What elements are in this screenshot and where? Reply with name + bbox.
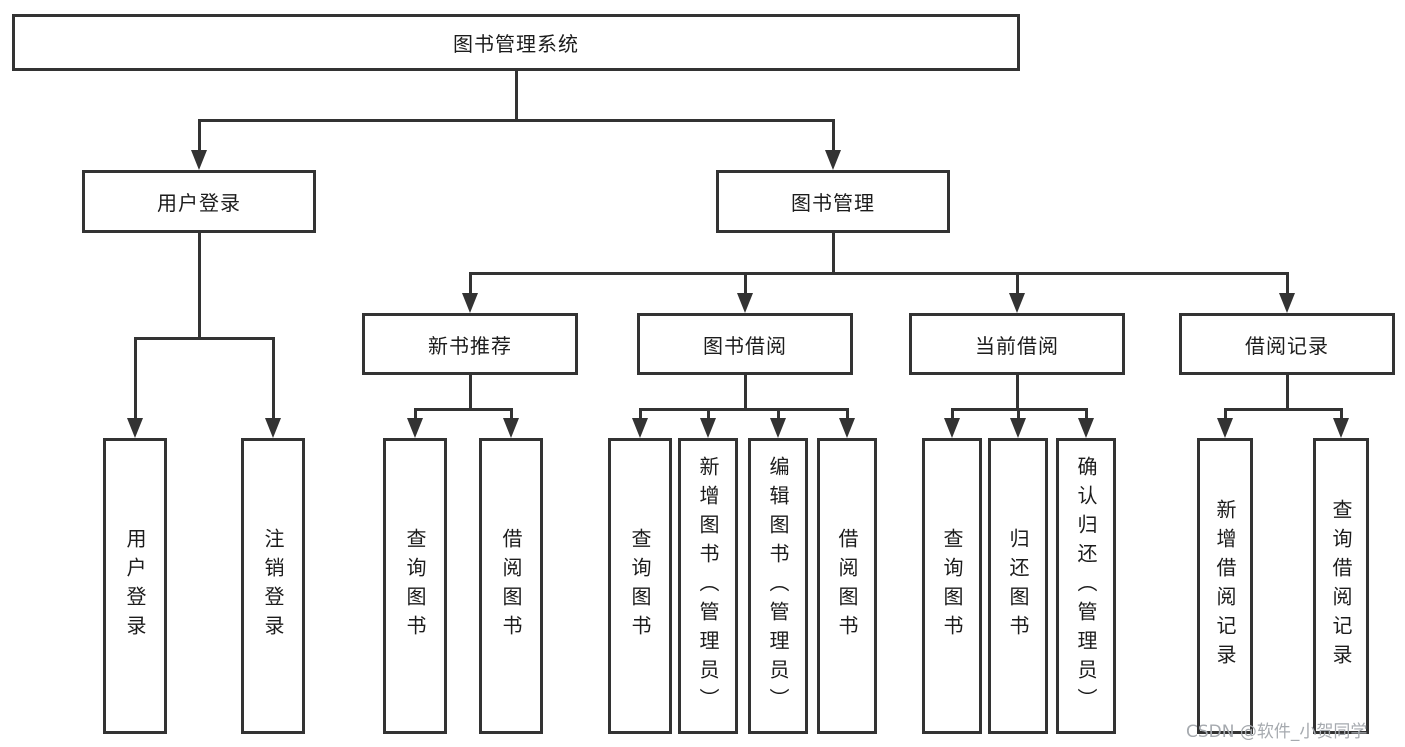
connector-line xyxy=(639,408,849,411)
connector-line xyxy=(1085,408,1088,420)
arrow-down-icon xyxy=(825,150,841,170)
arrow-down-icon xyxy=(191,150,207,170)
arrow-down-icon xyxy=(1217,418,1233,438)
node-root: 图书管理系统 xyxy=(12,14,1020,71)
connector-line xyxy=(832,119,835,152)
arrow-down-icon xyxy=(632,418,648,438)
arrow-down-icon xyxy=(700,418,716,438)
connector-line xyxy=(469,272,1289,275)
connector-line xyxy=(510,408,513,420)
leaf-borrow-book: 借阅图书 xyxy=(817,438,877,734)
connector-line xyxy=(1224,408,1227,420)
leaf-confirm-return-admin: 确认归还（管理员） xyxy=(1056,438,1116,734)
leaf-add-borrow-record: 新增借阅记录 xyxy=(1197,438,1253,734)
connector-line xyxy=(134,337,137,419)
arrow-down-icon xyxy=(503,418,519,438)
arrow-down-icon xyxy=(839,418,855,438)
connector-line xyxy=(198,119,201,152)
leaf-query-book-recommend: 查询图书 xyxy=(383,438,447,734)
connector-line xyxy=(777,408,780,420)
connector-line xyxy=(639,408,642,420)
arrow-down-icon xyxy=(407,418,423,438)
connector-line xyxy=(414,408,417,420)
connector-line xyxy=(272,337,275,419)
arrow-down-icon xyxy=(737,293,753,313)
arrow-down-icon xyxy=(1279,293,1295,313)
leaf-add-book-admin: 新增图书（管理员） xyxy=(678,438,738,734)
leaf-query-book-borrow: 查询图书 xyxy=(608,438,672,734)
connector-line xyxy=(1286,375,1289,408)
connector-line xyxy=(832,233,835,272)
node-borrow-records: 借阅记录 xyxy=(1179,313,1395,375)
leaf-query-borrow-record: 查询借阅记录 xyxy=(1313,438,1369,734)
arrow-down-icon xyxy=(265,418,281,438)
leaf-query-book-current: 查询图书 xyxy=(922,438,982,734)
connector-line xyxy=(134,337,275,340)
connector-line xyxy=(744,375,747,408)
node-book-management: 图书管理 xyxy=(716,170,950,233)
leaf-edit-book-admin: 编辑图书（管理员） xyxy=(748,438,808,734)
connector-line xyxy=(846,408,849,420)
leaf-borrow-book-recommend: 借阅图书 xyxy=(479,438,543,734)
arrow-down-icon xyxy=(770,418,786,438)
arrow-down-icon xyxy=(1010,418,1026,438)
arrow-down-icon xyxy=(1009,293,1025,313)
leaf-return-book: 归还图书 xyxy=(988,438,1048,734)
csdn-watermark: CSDN @软件_小贺同学 xyxy=(1186,722,1368,742)
connector-line xyxy=(951,408,954,420)
arrow-down-icon xyxy=(1333,418,1349,438)
connector-line xyxy=(744,272,747,295)
node-book-borrow: 图书借阅 xyxy=(637,313,853,375)
leaf-user-login: 用户登录 xyxy=(103,438,167,734)
connector-line xyxy=(469,272,472,295)
connector-line xyxy=(1016,272,1019,295)
connector-line xyxy=(1017,408,1020,420)
connector-line xyxy=(515,71,518,119)
connector-line xyxy=(1340,408,1343,420)
node-current-borrow: 当前借阅 xyxy=(909,313,1125,375)
leaf-logout: 注销登录 xyxy=(241,438,305,734)
arrow-down-icon xyxy=(127,418,143,438)
connector-line xyxy=(1286,272,1289,295)
node-user-login: 用户登录 xyxy=(82,170,316,233)
connector-line xyxy=(707,408,710,420)
connector-line xyxy=(198,119,835,122)
connector-line xyxy=(469,375,472,408)
arrow-down-icon xyxy=(1078,418,1094,438)
connector-line xyxy=(414,408,513,411)
connector-line xyxy=(1224,408,1343,411)
arrow-down-icon xyxy=(462,293,478,313)
node-new-book-recommend: 新书推荐 xyxy=(362,313,578,375)
connector-line xyxy=(1016,375,1019,408)
connector-line xyxy=(198,233,201,337)
arrow-down-icon xyxy=(944,418,960,438)
